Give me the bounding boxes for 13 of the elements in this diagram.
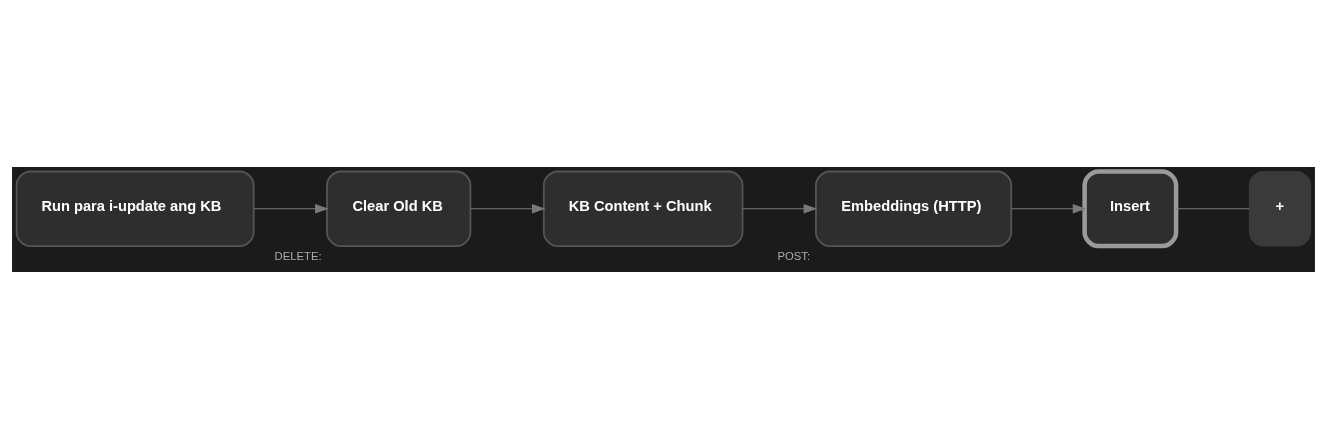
arrow (470, 203, 546, 214)
node-label: DELETE: (274, 249, 322, 262)
arrow (742, 203, 818, 214)
arrow (253, 203, 329, 214)
connector (1175, 207, 1250, 209)
node-box: Insert (1082, 168, 1179, 248)
node-label: POST: (777, 249, 811, 262)
node-box: Embeddings (HTTP) (815, 170, 1013, 247)
node-box: KB Content + Chunk (542, 170, 744, 247)
node-box: Clear Old KB (326, 170, 472, 247)
node-box: + (1248, 170, 1311, 247)
node-box: Run para i-update ang KB (15, 170, 255, 247)
arrow (1010, 203, 1087, 214)
